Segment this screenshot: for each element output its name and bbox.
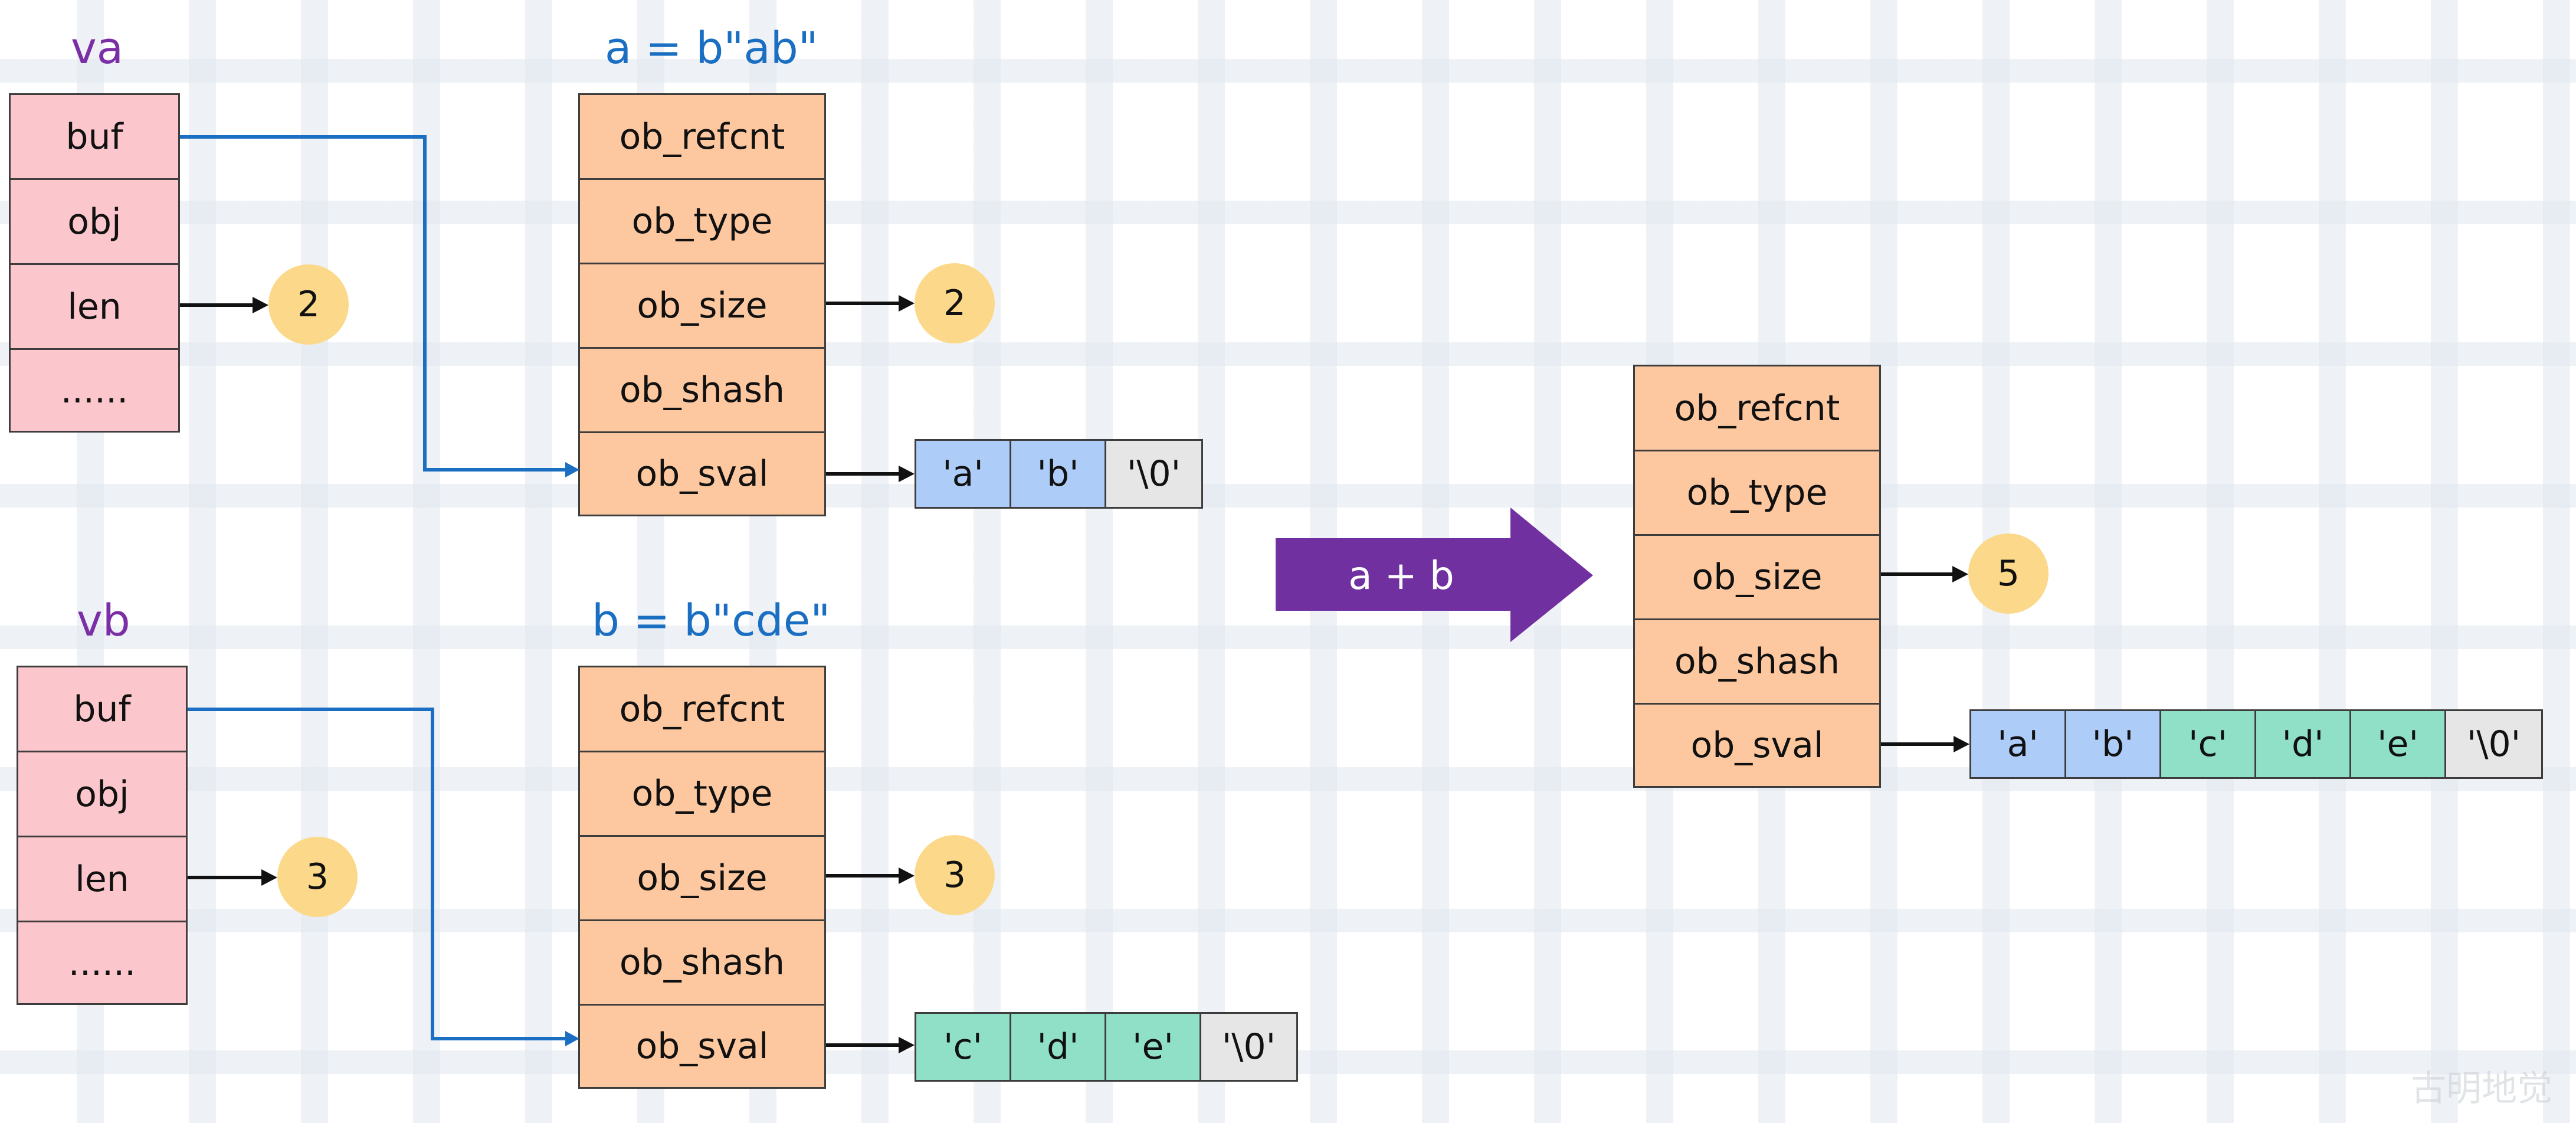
va-field-len: len [11,265,178,350]
a-bytes-object: ob_refcnt ob_type ob_size ob_shash ob_sv… [578,93,826,516]
result-size-value: 5 [1968,533,2049,614]
vb-field-buf: buf [18,667,186,752]
operation-text: a + b [1348,552,1454,598]
b-field-ob-size: ob_size [580,837,824,921]
b-field-ob-type: ob_type [580,752,824,837]
char-cell: 'c' [2161,711,2256,777]
va-buf-pointer [180,135,566,472]
char-cell: 'b' [1011,441,1106,507]
vb-len-value: 3 [277,837,358,917]
operation-arrow [1276,508,1593,642]
char-cell: '\0' [1106,441,1201,507]
vb-field-obj: obj [18,752,186,837]
b-size-value: 3 [915,835,995,915]
char-cell: 'd' [1011,1014,1106,1080]
char-cell: 'e' [1106,1014,1201,1080]
va-buf-arrowhead [565,462,579,477]
va-field-buf: buf [11,95,178,180]
a-object-title: a = b"ab" [605,23,818,74]
a-field-ob-refcnt: ob_refcnt [580,95,824,180]
va-field-rest: ...... [11,350,178,431]
b-sval-chars: 'c' 'd' 'e' '\0' [915,1012,1298,1082]
char-cell: 'a' [1971,711,2066,777]
vb-buffer-struct: buf obj len ...... [17,666,188,1005]
result-bytes-object: ob_refcnt ob_type ob_size ob_shash ob_sv… [1633,365,1881,788]
watermark: 古明地觉 [2411,1068,2552,1109]
va-len-value: 2 [268,264,349,345]
char-cell: '\0' [2446,711,2541,777]
char-cell: 'd' [2256,711,2351,777]
a-sval-chars: 'a' 'b' '\0' [915,439,1203,509]
result-sval-chars: 'a' 'b' 'c' 'd' 'e' '\0' [1969,709,2543,779]
va-title: va [71,23,124,74]
a-field-ob-sval: ob_sval [580,433,824,515]
va-field-obj: obj [11,180,178,265]
b-bytes-object: ob_refcnt ob_type ob_size ob_shash ob_sv… [578,666,826,1089]
vb-field-rest: ...... [18,922,186,1003]
a-size-value: 2 [915,263,995,343]
b-field-ob-sval: ob_sval [580,1006,824,1087]
b-field-ob-shash: ob_shash [580,921,824,1006]
result-field-ob-type: ob_type [1635,451,1879,536]
result-field-ob-shash: ob_shash [1635,620,1879,705]
char-cell: 'a' [916,441,1011,507]
vb-field-len: len [18,837,186,922]
va-buffer-struct: buf obj len ...... [9,93,180,433]
vb-title: vb [77,595,130,646]
result-field-ob-size: ob_size [1635,536,1879,620]
char-cell: '\0' [1201,1014,1296,1080]
char-cell: 'c' [916,1014,1011,1080]
a-field-ob-type: ob_type [580,180,824,264]
a-field-ob-size: ob_size [580,264,824,349]
result-field-ob-refcnt: ob_refcnt [1635,366,1879,451]
a-field-ob-shash: ob_shash [580,349,824,433]
char-cell: 'b' [2066,711,2161,777]
char-cell: 'e' [2351,711,2446,777]
b-field-ob-refcnt: ob_refcnt [580,667,824,752]
b-object-title: b = b"cde" [592,595,831,646]
operation-label: a + b [1274,537,1593,614]
result-field-ob-sval: ob_sval [1635,705,1879,786]
vb-buf-pointer [188,708,566,1040]
vb-buf-arrowhead [565,1031,579,1046]
